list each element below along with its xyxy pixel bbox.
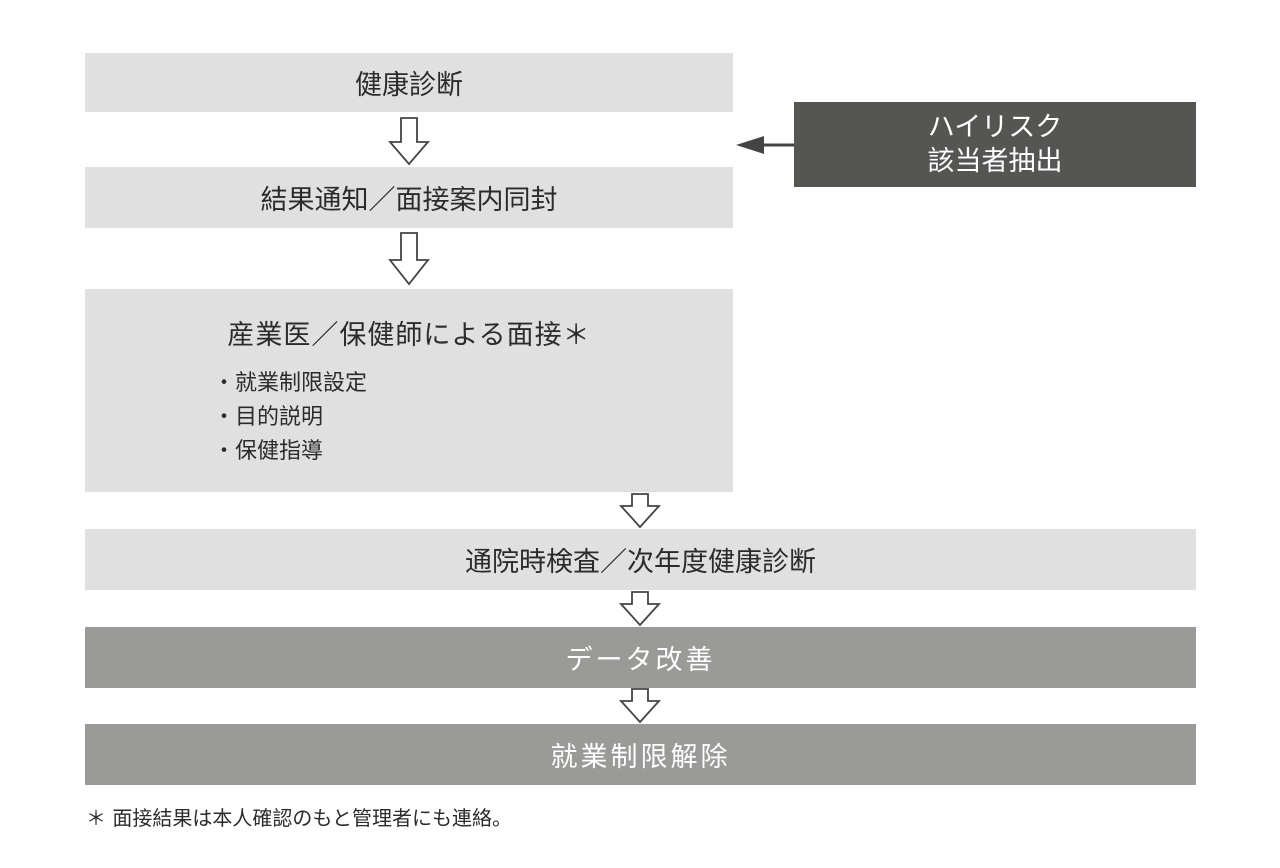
side-high-risk-extraction: ハイリスク 該当者抽出 <box>794 102 1196 187</box>
step-restriction-release: 就業制限解除 <box>85 724 1196 785</box>
down-arrow-icon <box>618 493 662 529</box>
step-health-check-label: 健康診断 <box>355 70 463 101</box>
high-risk-line2: 該当者抽出 <box>927 145 1063 177</box>
interview-item-restriction: ・就業制限設定 <box>213 371 368 396</box>
down-arrow-icon <box>618 591 662 627</box>
footnote: ＊ 面接結果は本人確認のもと管理者にも連絡。 <box>86 806 512 830</box>
interview-item-guidance: ・保健指導 <box>213 439 324 464</box>
step-interview: 産業医／保健師による面接＊ ・就業制限設定 ・目的説明 ・保健指導 <box>85 289 733 492</box>
down-arrow-icon <box>388 232 430 286</box>
step-checkup: 通院時検査／次年度健康診断 <box>85 529 1196 590</box>
step-interview-items: ・就業制限設定 ・目的説明 ・保健指導 <box>213 367 367 469</box>
down-arrow-icon <box>388 117 430 166</box>
step-result-notice-label: 結果通知／面接案内同封 <box>260 185 558 216</box>
step-result-notice: 結果通知／面接案内同封 <box>85 167 733 228</box>
step-restriction-release-label: 就業制限解除 <box>550 742 731 773</box>
left-arrow-icon <box>736 136 764 154</box>
interview-item-purpose: ・目的説明 <box>213 405 324 430</box>
step-health-check: 健康診断 <box>85 53 733 112</box>
step-checkup-label: 通院時検査／次年度健康診断 <box>465 547 816 578</box>
step-data-improvement: データ改善 <box>85 627 1196 688</box>
step-data-improvement-label: データ改善 <box>565 645 716 676</box>
step-interview-title: 産業医／保健師による面接＊ <box>227 320 591 351</box>
down-arrow-icon <box>618 688 662 724</box>
high-risk-line1: ハイリスク <box>927 111 1063 143</box>
